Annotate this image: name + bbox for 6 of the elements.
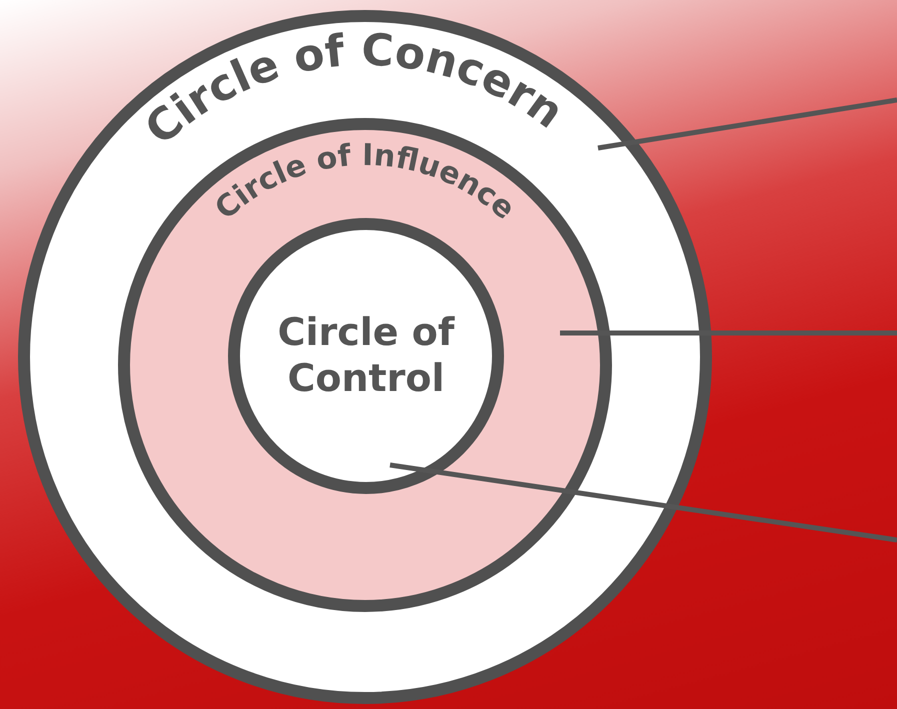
circle-label: Circle of Control <box>276 310 456 402</box>
leader-line <box>598 98 897 150</box>
inner-circle <box>228 218 504 494</box>
leader-line <box>560 330 897 336</box>
leader-line <box>390 462 897 542</box>
outer-circle <box>18 10 712 704</box>
